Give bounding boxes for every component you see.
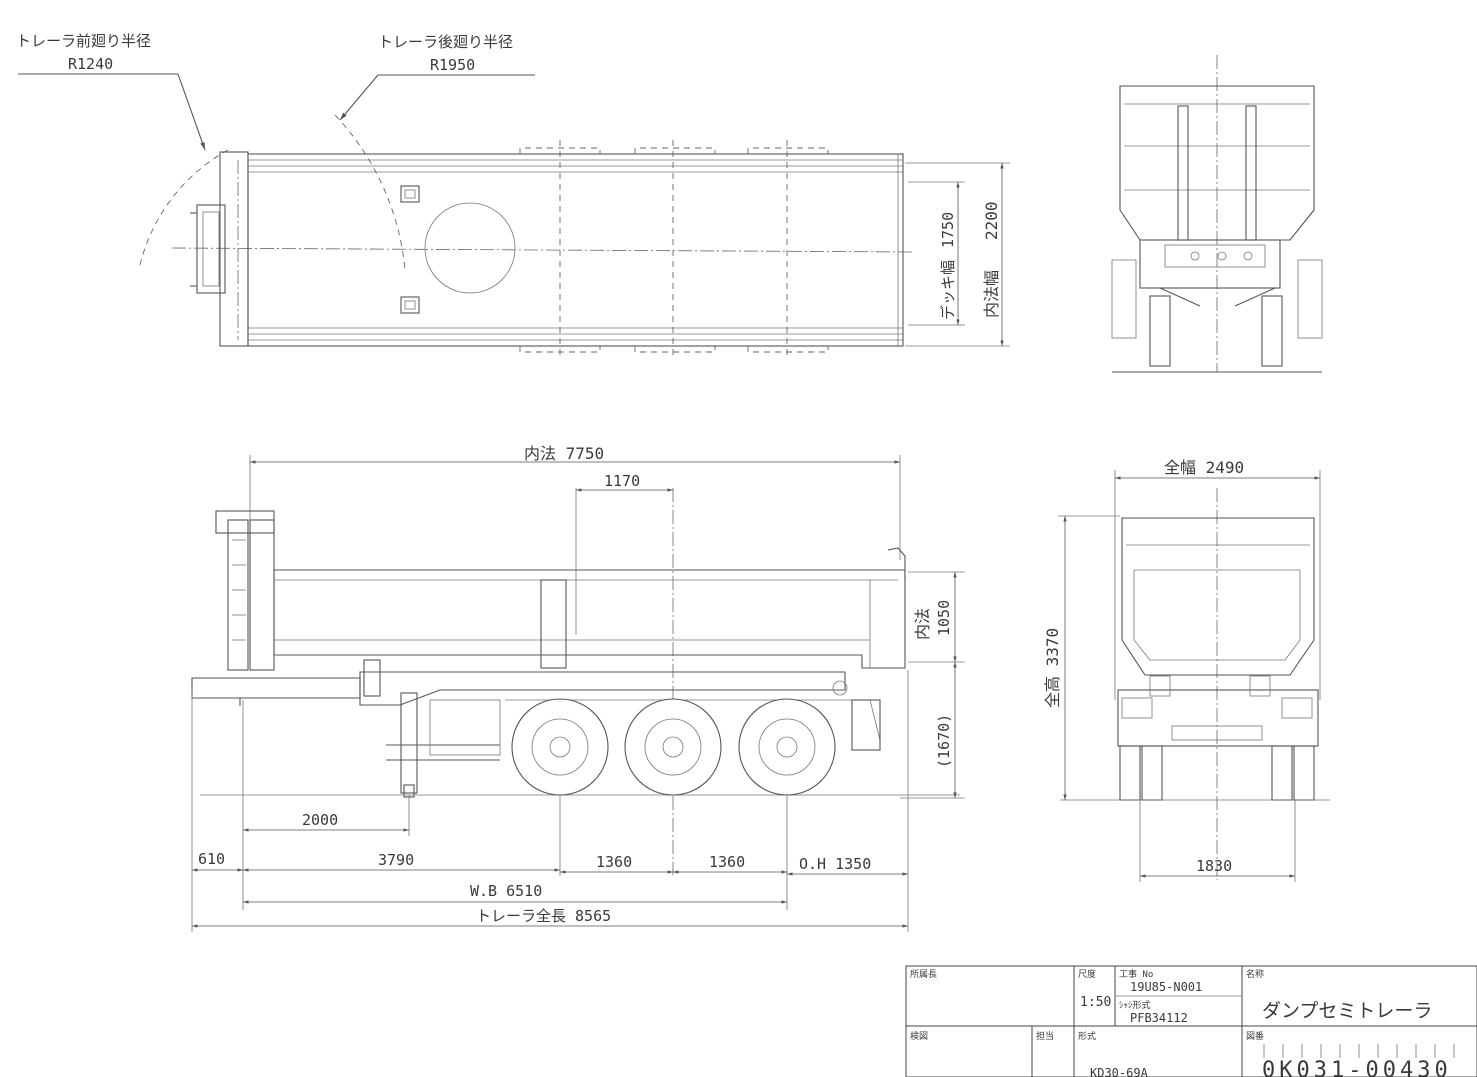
inner-width-label: 内法幅: [982, 270, 1001, 318]
job-no-value: 19U85-N001: [1130, 980, 1202, 994]
drawing-no-label: 図番: [1246, 1030, 1264, 1042]
deck-width-value: 1750: [939, 212, 957, 248]
inner-width-value: 2200: [982, 201, 1001, 240]
front-view: [1111, 55, 1323, 373]
track-width-dim: 1830: [1196, 857, 1232, 875]
scale-value: 1:50: [1080, 995, 1111, 1010]
wheel-axle-2: [624, 698, 722, 796]
chassis-type-value: PFB34112: [1130, 1011, 1188, 1025]
total-height-dim: 全高 3370: [1043, 628, 1062, 708]
model-value: KD30-69A: [1090, 1066, 1149, 1077]
dim-2000: 2000: [302, 811, 338, 829]
inner-height-label: 内法: [913, 608, 932, 640]
rear-turning-radius-note: トレーラ後廻り半径 R1950: [339, 33, 535, 121]
dim-1360-b: 1360: [709, 853, 745, 871]
front-turning-radius-note: トレーラ前廻り半径 R1240: [16, 32, 206, 151]
drawing-name: ダンプセミトレーラ: [1262, 1000, 1432, 1022]
wheel-axle-1: [511, 698, 609, 796]
scale-label: 尺度: [1078, 968, 1096, 980]
top-view: デッキ幅 1750 内法幅 2200: [139, 114, 1010, 360]
drawing-no-value: 0K031-00430: [1262, 1058, 1452, 1077]
side-view: 内法 7750 1170: [191, 444, 965, 932]
bed-height-value: (1670): [935, 714, 953, 768]
name-label: 名称: [1246, 968, 1264, 980]
inner-length-dim: 内法 7750: [524, 444, 604, 463]
chassis-type-label: ｼｬｼ形式: [1119, 999, 1151, 1011]
drawing-no-grid: [1263, 1044, 1455, 1058]
dim-610: 610: [198, 850, 225, 868]
title-block: 所属長 尺度 1:50 工事 No 19U85-N001 ｼｬｼ形式 PFB34…: [905, 965, 1477, 1077]
dim-1360-a: 1360: [596, 853, 632, 871]
total-width-dim: 全幅 2490: [1164, 458, 1244, 477]
inner-height-value: 1050: [935, 600, 953, 636]
front-radius-value: R1240: [68, 55, 113, 73]
front-radius-label: トレーラ前廻り半径: [16, 32, 151, 50]
overhang-dim: O.H 1350: [799, 855, 871, 873]
person-label: 担当: [1036, 1030, 1054, 1042]
dept-head-label: 所属長: [910, 969, 937, 980]
rear-radius-value: R1950: [430, 56, 475, 74]
rear-view: 全幅 2490 全高 3370 1830: [1043, 458, 1330, 882]
deck-width-label: デッキ幅: [939, 260, 957, 320]
total-length-dim: トレーラ全長 8565: [476, 907, 611, 925]
offset-1170-dim: 1170: [604, 472, 640, 490]
checked-label: 検図: [910, 1030, 928, 1042]
model-label: 形式: [1078, 1030, 1096, 1042]
dim-3790: 3790: [378, 851, 414, 869]
rear-radius-label: トレーラ後廻り半径: [378, 33, 513, 51]
wheelbase-dim: W.B 6510: [470, 882, 542, 900]
wheel-axle-3: [738, 698, 836, 796]
job-no-label: 工事 No: [1119, 968, 1153, 980]
